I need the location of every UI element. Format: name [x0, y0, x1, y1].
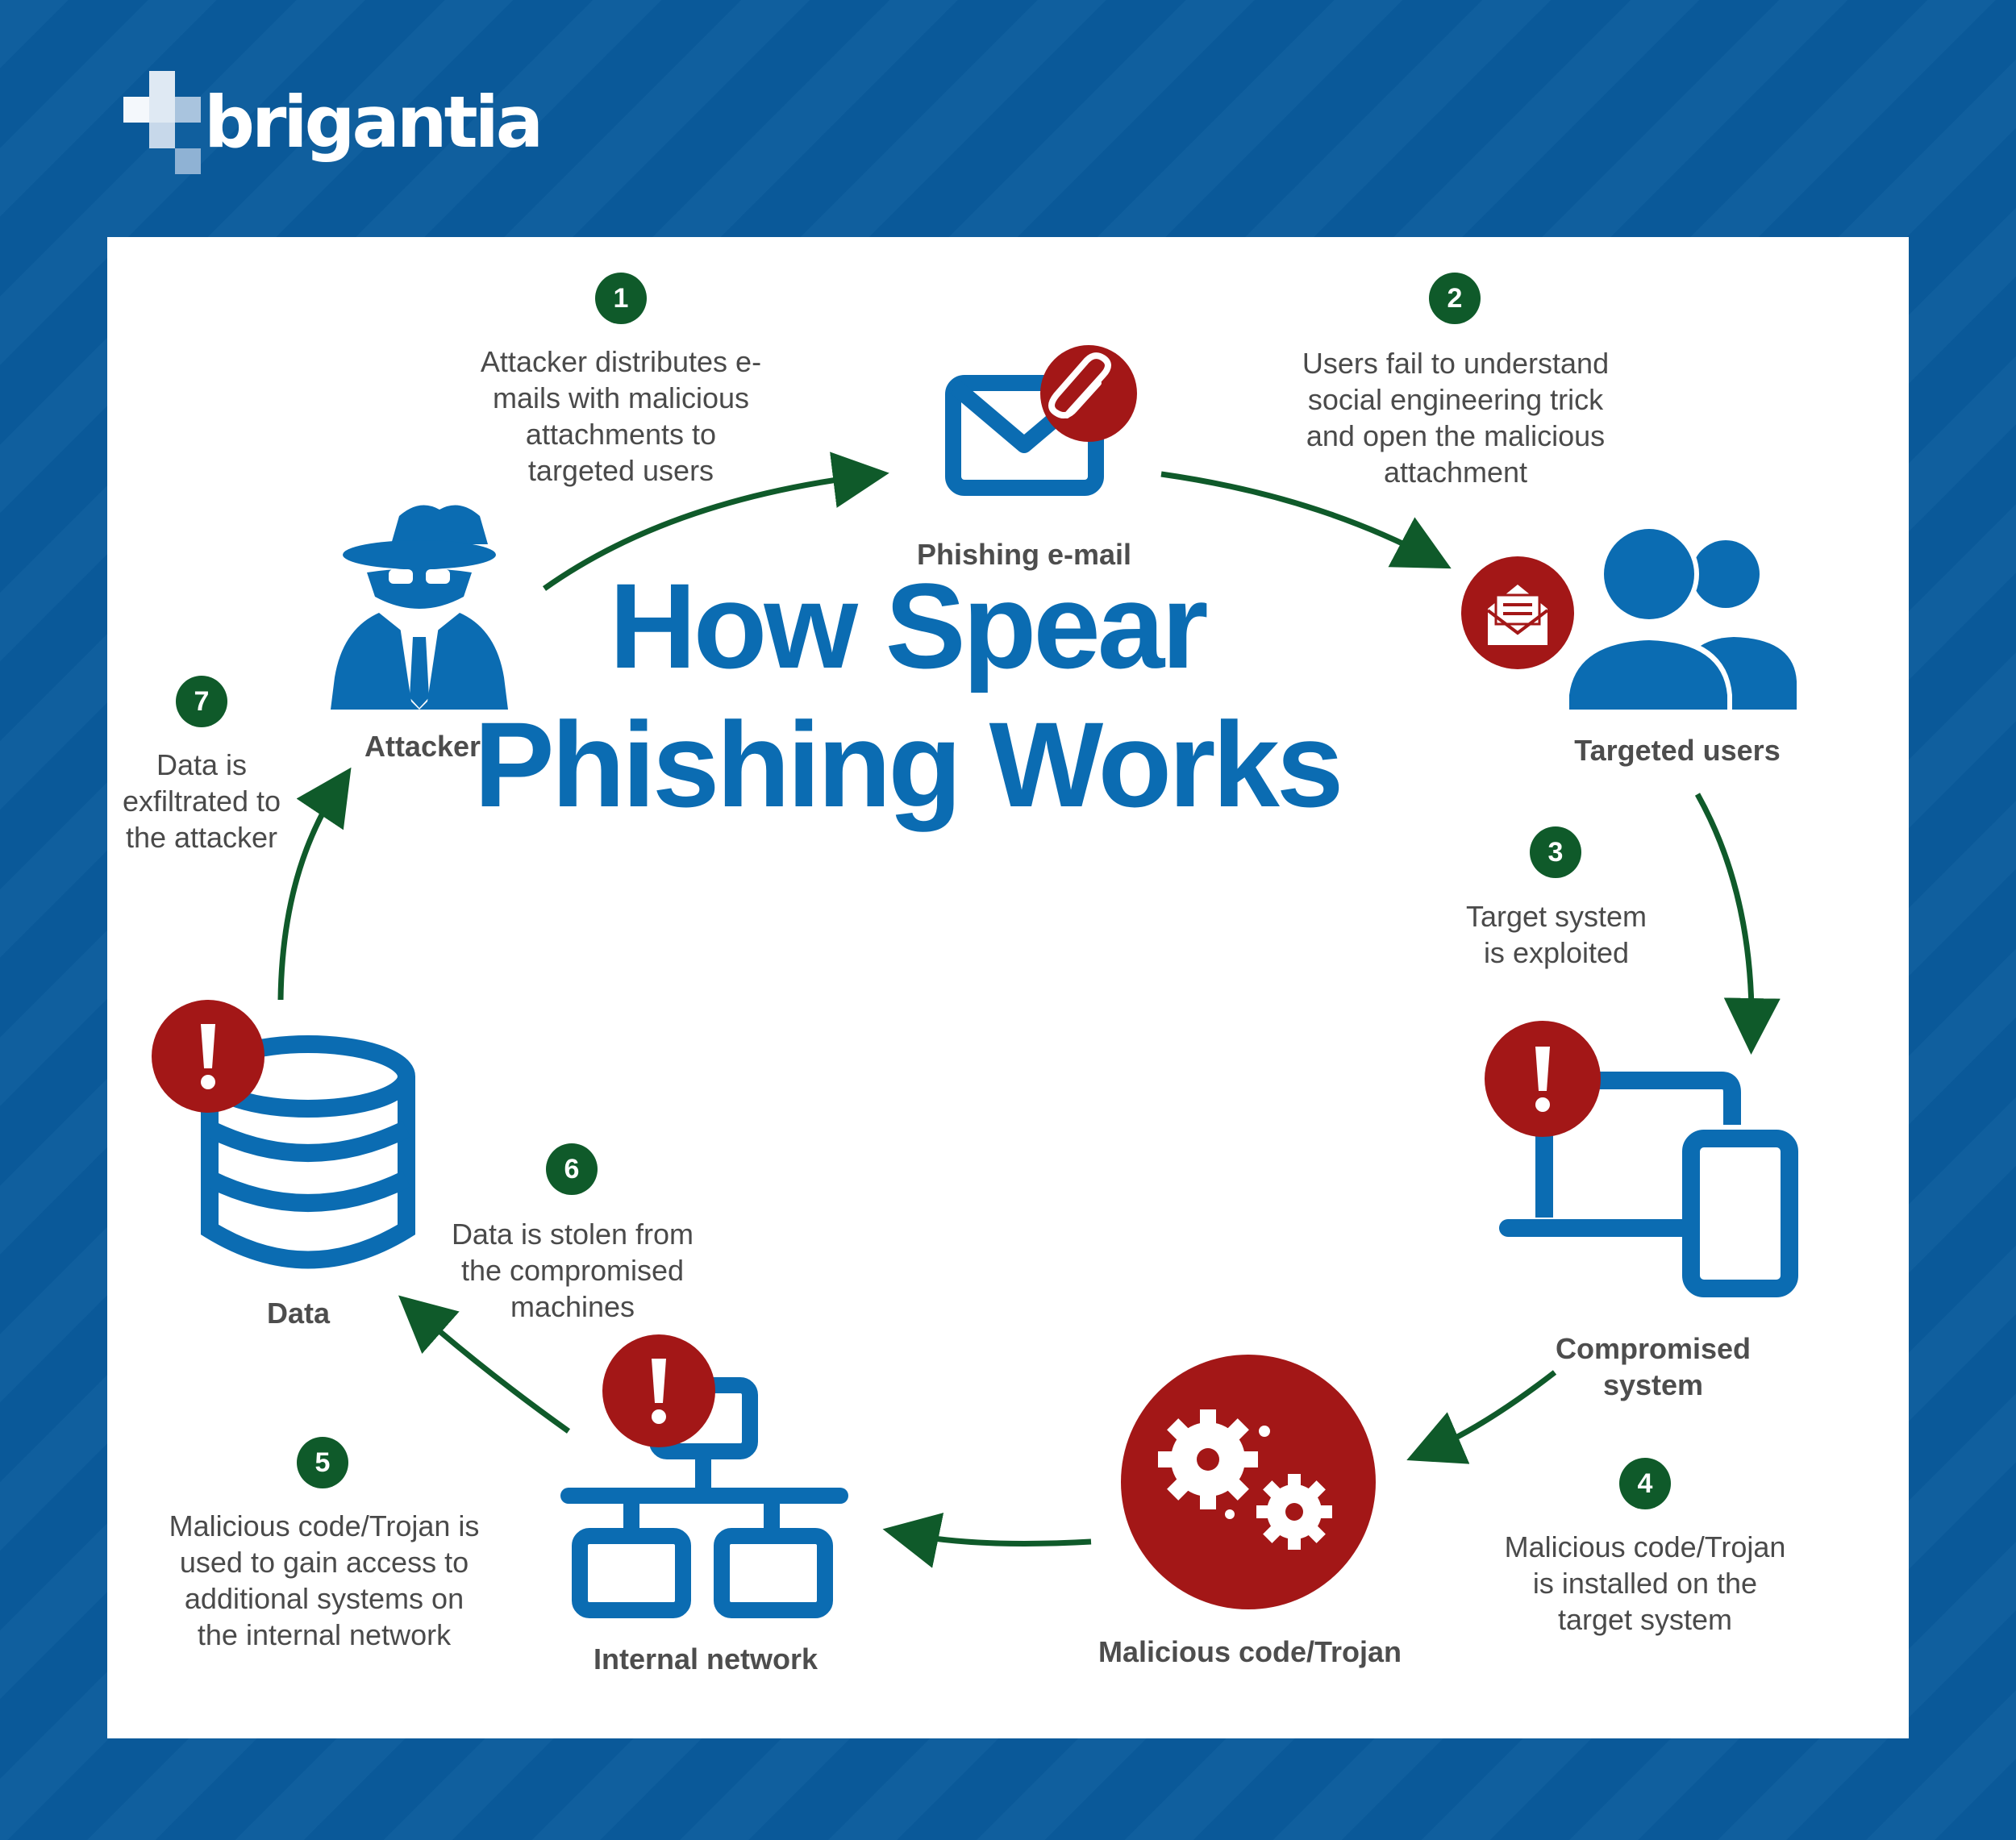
network-alert-icon	[560, 1334, 848, 1618]
brigantia-logo: brigantia	[117, 65, 544, 194]
database-alert-icon	[152, 1000, 415, 1269]
spy-attacker-icon	[331, 505, 508, 710]
title-line-2: Phishing Works	[473, 697, 1344, 832]
node-label-data: Data	[266, 1297, 331, 1330]
page-title: How Spear Phishing Works	[444, 556, 1371, 834]
step-badge-7: 7	[176, 676, 227, 727]
users-with-open-mail-icon	[1461, 524, 1797, 711]
arrow-email-to-users	[1160, 471, 1452, 569]
title-line-1: How Spear	[609, 558, 1208, 693]
step-badge-6: 6	[546, 1143, 598, 1195]
arrow-data-to-attacker	[277, 767, 352, 1001]
envelope-with-paperclip-icon	[945, 345, 1137, 496]
node-label-compromised-system: Compromised system	[1555, 1332, 1752, 1401]
step-description-4: Malicious code/Trojan is installed on th…	[1504, 1530, 1786, 1636]
small-gear-icon	[1256, 1474, 1332, 1550]
node-label-internal-network: Internal network	[593, 1642, 818, 1676]
arrow-network-to-data	[398, 1295, 571, 1434]
step-badge-3: 3	[1530, 826, 1581, 878]
alert-exclamation-icon	[1535, 1047, 1550, 1112]
gears-virus-icon	[1121, 1355, 1376, 1609]
step-description-2: Users fail to understand social engineer…	[1302, 347, 1610, 489]
alert-exclamation-icon	[201, 1024, 215, 1089]
node-label-phishing-email: Phishing e-mail	[916, 538, 1132, 571]
computer-and-phone-alert-icon	[1485, 1021, 1798, 1297]
arrow-trojan-to-network	[882, 1513, 1092, 1568]
step-badge-1: 1	[595, 273, 647, 324]
step-badge-4: 4	[1619, 1458, 1671, 1509]
step-description-5: Malicious code/Trojan is used to gain ac…	[169, 1509, 480, 1651]
large-gear-icon	[1158, 1409, 1258, 1509]
brigantia-logo-mark	[123, 71, 201, 174]
step-description-7: Data is exfiltrated to the attacker	[122, 748, 281, 854]
step-description-3: Target system is exploited	[1465, 900, 1647, 969]
arrow-system-to-trojan	[1406, 1370, 1557, 1464]
node-label-malicious-code: Malicious code/Trojan	[1098, 1635, 1402, 1668]
brand-name: brigantia	[204, 81, 544, 164]
node-label-targeted-users: Targeted users	[1574, 734, 1781, 767]
step-badge-2: 2	[1429, 273, 1481, 324]
node-label-attacker: Attacker	[364, 730, 481, 763]
alert-exclamation-icon	[652, 1359, 666, 1424]
step-badge-5: 5	[297, 1437, 348, 1488]
arrow-attacker-to-email	[542, 452, 889, 591]
step-description-1: Attacker distributes e-mails with malici…	[480, 345, 762, 487]
step-description-6: Data is stolen from the compromised mach…	[451, 1218, 694, 1323]
arrow-users-to-system	[1694, 793, 1781, 1055]
